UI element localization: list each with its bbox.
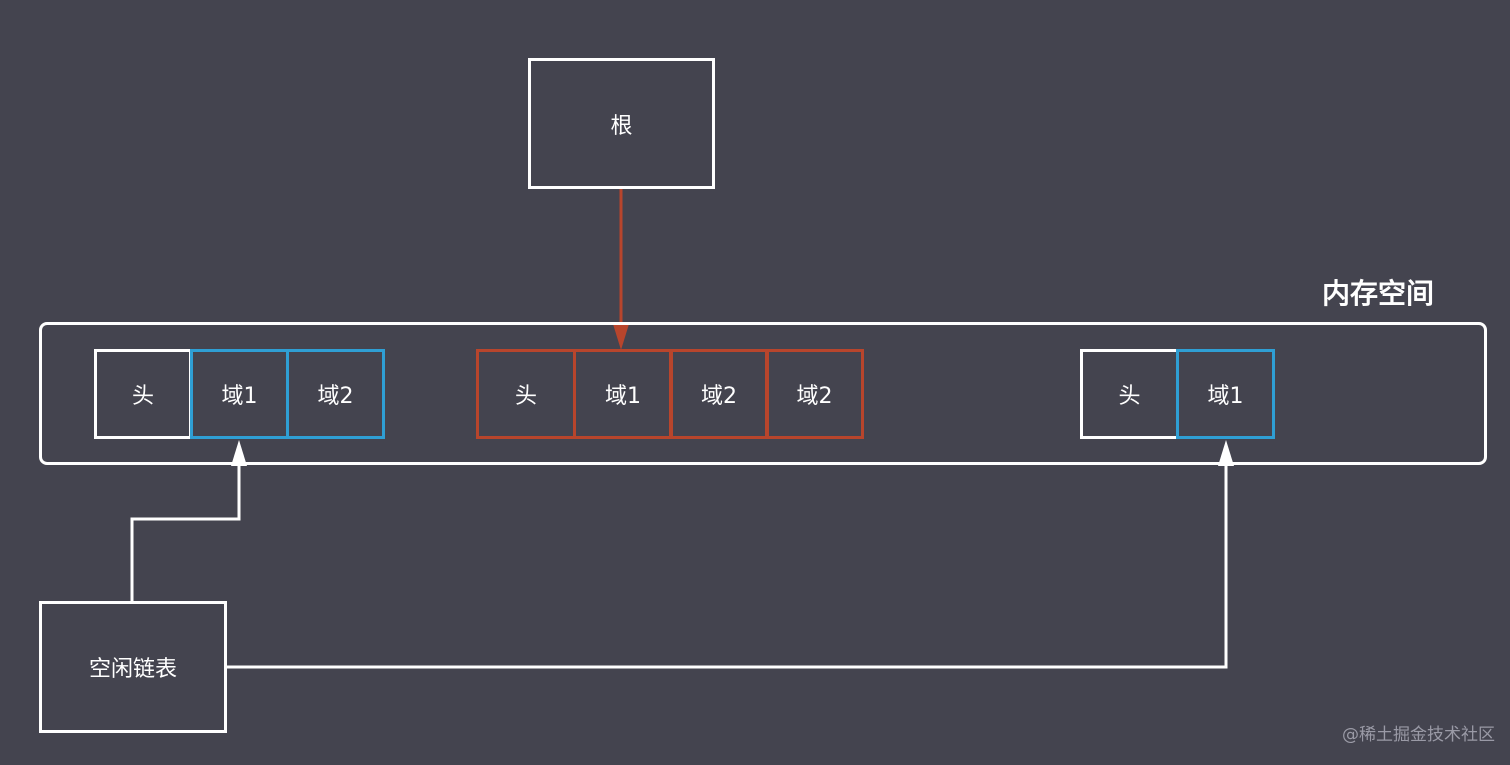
memory-space-frame	[39, 322, 1487, 465]
freelist-arrowhead-2	[1218, 440, 1234, 466]
used-block-field1: 域1	[573, 349, 673, 439]
freelist-to-block3-line	[226, 462, 1228, 669]
cell-label: 域1	[605, 384, 641, 409]
cell-label: 域1	[1207, 384, 1244, 409]
free-block-1-field1: 域1	[190, 349, 289, 439]
cell-label: 域1	[221, 384, 258, 409]
cell-label: 域2	[317, 384, 354, 409]
used-block-field2a: 域2	[669, 349, 769, 439]
freelist-label: 空闲链表	[88, 657, 177, 682]
used-block-field2b: 域2	[765, 349, 864, 439]
cell-label: 头	[514, 384, 537, 409]
cell-label: 域2	[796, 384, 833, 409]
cell-label: 域2	[701, 384, 737, 409]
used-block-head: 头	[476, 349, 576, 439]
cell-label: 头	[131, 384, 154, 409]
root-arrowhead	[613, 324, 629, 350]
freelist-box: 空闲链表	[39, 601, 227, 733]
freelist-arrowhead-1	[231, 440, 247, 466]
free-block-1-head: 头	[94, 349, 192, 439]
freelist-to-block1-line	[130, 462, 241, 601]
cell-label: 头	[1118, 384, 1141, 409]
memory-space-title: 内存空间	[1322, 277, 1435, 310]
free-block-1-field2: 域2	[286, 349, 385, 439]
root-label: 根	[610, 113, 633, 139]
root-box: 根	[528, 58, 715, 189]
watermark: @稀土掘金技术社区	[1342, 725, 1495, 745]
free-block-2-field1: 域1	[1176, 349, 1275, 439]
free-block-2-head: 头	[1080, 349, 1179, 439]
